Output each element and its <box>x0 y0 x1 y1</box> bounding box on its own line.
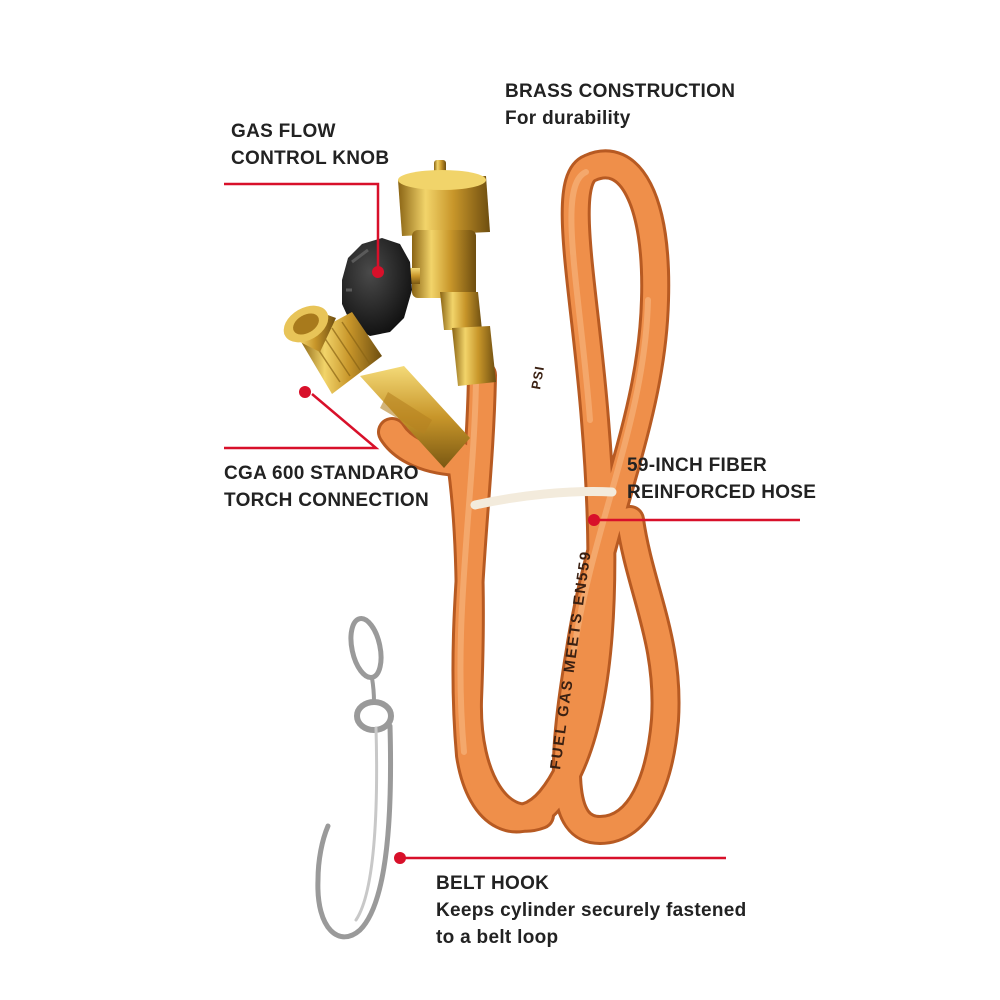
knob-callout-dot <box>372 266 384 278</box>
callout-lines <box>224 182 800 860</box>
gas-flow-knob-line2: CONTROL KNOB <box>231 148 390 169</box>
gas-flow-knob <box>342 238 412 336</box>
brass-construction-label: BRASS CONSTRUCTION For durability <box>505 78 735 132</box>
callout-dots <box>299 266 600 864</box>
brass-construction-title: BRASS CONSTRUCTION <box>505 81 736 102</box>
hose-label-line1: 59-INCH FIBER <box>627 455 768 476</box>
belt-hook-label: BELT HOOK Keeps cylinder securely fasten… <box>436 870 747 951</box>
gas-flow-knob-label: GAS FLOW CONTROL KNOB <box>231 118 389 172</box>
hose-label: 59-INCH FIBER REINFORCED HOSE <box>627 452 816 506</box>
hose-callout-dot <box>588 514 600 526</box>
hose-print-psi: PSI <box>528 364 547 390</box>
belt-hook-title: BELT HOOK <box>436 873 550 894</box>
brass-regulator <box>392 160 496 386</box>
cable-tie <box>470 487 617 510</box>
belt-hook-desc-line2: to a belt loop <box>436 927 559 948</box>
cga-callout-dot <box>299 386 311 398</box>
cga-600-connector <box>283 305 470 468</box>
brass-construction-subtitle: For durability <box>505 108 631 129</box>
hose-label-line2: REINFORCED HOSE <box>627 482 817 503</box>
cga-connection-line2: TORCH CONNECTION <box>224 490 430 511</box>
cga-callout-line <box>224 393 380 450</box>
cga-connection-line1: CGA 600 STANDARO <box>224 463 419 484</box>
cga-connection-label: CGA 600 STANDARO TORCH CONNECTION <box>224 460 429 514</box>
belt-hook <box>315 616 394 940</box>
belt-hook-desc-line1: Keeps cylinder securely fastened <box>436 900 747 921</box>
gas-flow-knob-line1: GAS FLOW <box>231 121 336 142</box>
knob-callout-line <box>224 182 380 272</box>
hook-callout-dot <box>394 852 406 864</box>
